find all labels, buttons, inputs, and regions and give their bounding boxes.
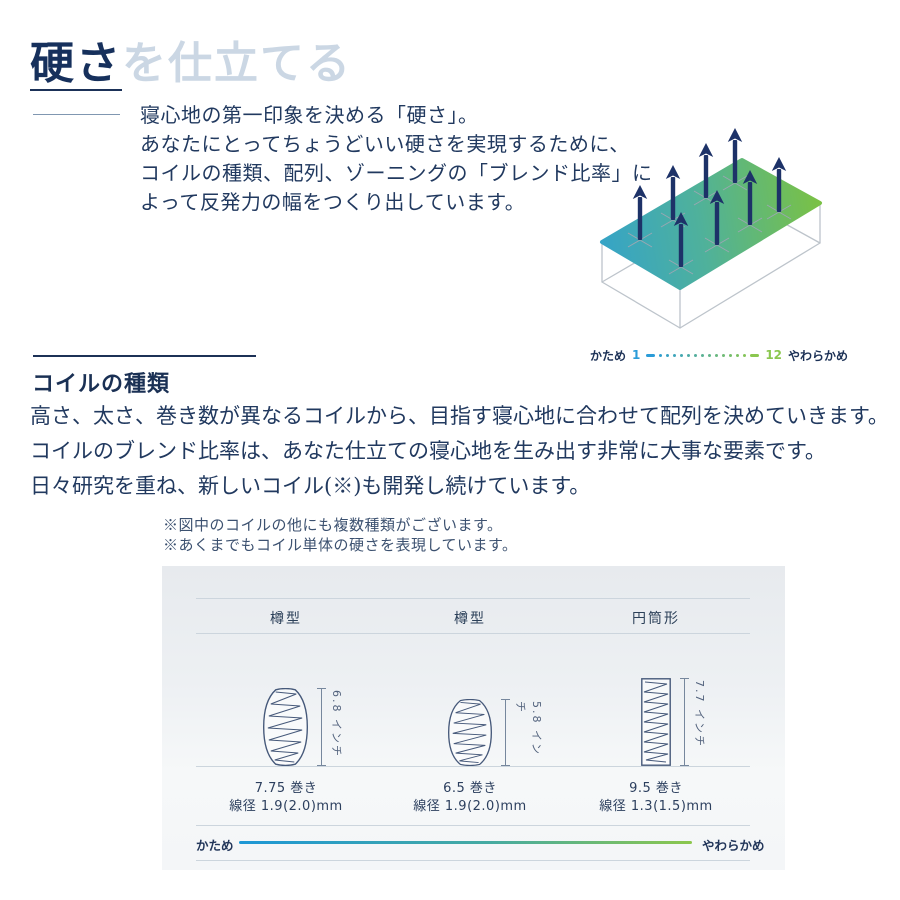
scale-dot [722,353,726,357]
intro-paragraph: 寝心地の第一印象を決める「硬さ」。 あなたにとってちょうどいい硬さを実現するため… [140,101,653,217]
footnote-line: ※図中のコイルの他にも複数種類がございます。 [163,516,503,534]
height-dimension-marker [680,678,689,766]
scale-dot [659,353,663,357]
scale-dot [646,353,656,357]
scale-dot [736,353,740,357]
mattress-top-surface [600,158,822,290]
coil-cylinder [641,678,671,766]
footnote-line: ※あくまでもコイル単体の硬さを表現しています。 [163,535,518,554]
panel-scale-right-label: やわらかめ [702,838,765,853]
body-line: 高さ、太さ、巻き数が異なるコイルから、目指す寝心地に合わせて配列を決めていきます… [30,404,889,428]
coil-wire-label: 線径 1.3(1.5)mm [599,799,713,814]
section-rule [33,355,256,357]
coil-turns-label: 9.5 巻き [629,781,683,796]
height-dimension-marker [501,699,510,766]
page-title: 硬さを仕立てる [30,42,352,91]
panel-scale-left-label: かため [196,838,234,853]
scale-dot [666,353,670,357]
scale-dot [687,353,691,357]
coil-barrel-small [448,699,492,766]
intro-line: あなたにとってちょうどいい硬さを実現するために、 [140,132,630,156]
panel-scale-gradient-line [239,841,692,844]
firmness-dots [646,353,760,357]
coil-wire-label: 線径 1.9(2.0)mm [413,799,527,814]
resilience-arrows [632,128,787,267]
scale-dot [715,353,719,357]
body-line: 日々研究を重ね、新しいコイル(※)も開発し続けています。 [30,474,591,498]
firmness-left-label: かため [589,348,626,363]
coil-comparison-panel: 樽型 樽型 円筒形 6.8 インチ 5.8 インチ 7.7 インチ 7.75 巻… [162,566,785,870]
scale-dot [743,353,747,357]
page-title-rest: を仕立てる [122,38,352,89]
section-body: 高さ、太さ、巻き数が異なるコイルから、目指す寝心地に合わせて配列を決めていきます… [30,399,889,504]
scale-dot [701,353,705,357]
firmness-scale-top: かため 1 12 やわらかめ [588,347,850,363]
scale-dot [673,353,677,357]
firmness-min-value: 1 [631,348,641,362]
scale-dot [708,353,712,357]
body-line: コイルのブレンド比率は、あなた仕立ての寝心地を生み出す非常に大事な要素です。 [30,439,826,463]
panel-divider [196,825,750,826]
page-title-strong: 硬さ [30,38,122,91]
coil-height-label: 6.8 インチ [330,690,343,758]
scale-dot [694,353,698,357]
mattress-illustration [600,128,822,329]
firmness-right-label: やわらかめ [788,348,849,363]
scale-dot [729,353,733,357]
scale-dot [750,353,760,357]
section-heading: コイルの種類 [32,371,171,397]
firmness-max-value: 12 [765,348,783,362]
scale-dot [680,353,684,357]
height-dimension-marker [317,688,326,766]
panel-divider [196,633,750,634]
panel-divider [196,598,750,599]
footnotes: ※図中のコイルの他にも複数種類がございます。 ※あくまでもコイル単体の硬さを表現… [163,516,518,555]
coil-shape-label: 円筒形 [632,611,680,627]
coil-height-label: 5.8 インチ [514,701,543,756]
coil-shape-label: 樽型 [454,611,486,627]
coil-barrel-large [263,688,308,766]
intro-dash-rule [33,114,120,115]
coil-shape-label: 樽型 [270,611,302,627]
intro-line: コイルの種類、配列、ゾーニングの「ブレンド比率」に [140,161,653,185]
coil-wire-label: 線径 1.9(2.0)mm [229,799,343,814]
coil-baseline [196,766,750,767]
coil-height-label: 7.7 インチ [693,680,706,748]
intro-line: 寝心地の第一印象を決める「硬さ」。 [140,103,479,127]
coil-turns-label: 7.75 巻き [254,781,318,796]
coil-turns-label: 6.5 巻き [443,781,497,796]
intro-line: よって反発力の幅をつくり出しています。 [140,190,526,214]
panel-divider [196,860,750,861]
